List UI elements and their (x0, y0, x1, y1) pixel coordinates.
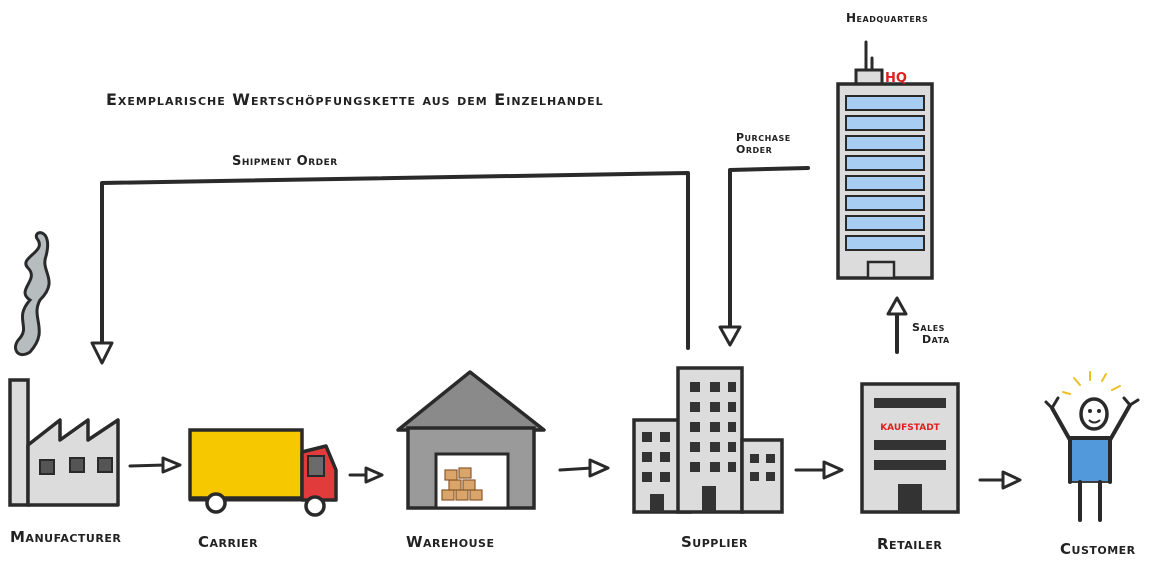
manufacturer-factory-icon (8, 231, 120, 507)
supplier-label: Supplier (681, 533, 748, 551)
purchase-order-label-line1: Purchase (736, 131, 791, 144)
sales-data-label: Sales Data (912, 322, 950, 346)
arrow-warehouse-to-supplier (558, 458, 610, 478)
customer-label: Customer (1060, 540, 1136, 558)
shipment-order-arrowhead-icon (90, 341, 114, 365)
headquarters-tower-icon: HQ (836, 40, 934, 280)
headquarters-label: Headquarters (846, 11, 929, 25)
diagram-title: Exemplarische Wertschöpfungskette aus de… (106, 90, 604, 109)
arrow-manufacturer-to-carrier (128, 456, 182, 474)
warehouse-label: Warehouse (406, 533, 495, 551)
shipment-order-line (90, 171, 690, 365)
arrow-supplier-to-retailer (794, 460, 844, 480)
arrow-carrier-to-warehouse (348, 466, 384, 484)
shipment-order-label: Shipment Order (232, 154, 338, 169)
supplier-building-icon (632, 366, 784, 514)
sales-data-arrowhead-icon (886, 296, 908, 316)
hq-sign: HQ (885, 71, 907, 86)
purchase-order-line (718, 166, 810, 347)
sales-data-arrow (886, 296, 908, 354)
purchase-order-label-line2: Order (736, 143, 773, 156)
arrow-retailer-to-customer (978, 470, 1022, 490)
retailer-label: Retailer (877, 535, 943, 553)
smoke-icon (14, 231, 51, 357)
sales-data-label-line1: Sales (912, 321, 945, 334)
warehouse-icon (396, 370, 546, 510)
retailer-store-icon: KAUFSTADT (860, 382, 960, 514)
purchase-order-label: Purchase Order (736, 132, 791, 156)
customer-person-icon (1044, 371, 1140, 522)
carrier-truck-icon (188, 428, 338, 517)
carrier-label: Carrier (198, 533, 259, 551)
sales-data-label-line2: Data (922, 333, 950, 346)
sparkle-icon (1062, 371, 1121, 395)
store-sign: KAUFSTADT (880, 423, 940, 433)
purchase-order-arrowhead-icon (718, 325, 742, 347)
manufacturer-label: Manufacturer (10, 528, 122, 546)
boxes-icon (441, 467, 483, 501)
